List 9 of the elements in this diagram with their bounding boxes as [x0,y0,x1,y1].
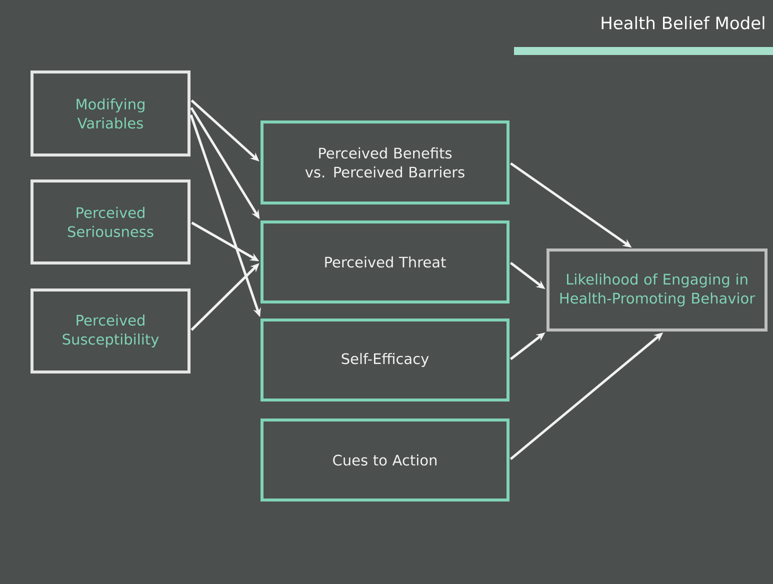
concept-box: Perceived Susceptibility [30,288,190,374]
concept-box: Cues to Action [260,418,510,502]
title: Health Belief Model [602,16,764,30]
concept-box: Perceived Benefits vs. Perceived Barriers [260,120,510,204]
concept-box: Perceived Threat [260,220,510,304]
concept-box: Self-Efficacy [260,318,510,402]
concept-box: Likelihood of Engaging in Health-Promoting Behavior [546,248,768,332]
concept-box: Modifying Variables [30,70,190,156]
concept-box: Perceived Seriousness [30,180,190,264]
